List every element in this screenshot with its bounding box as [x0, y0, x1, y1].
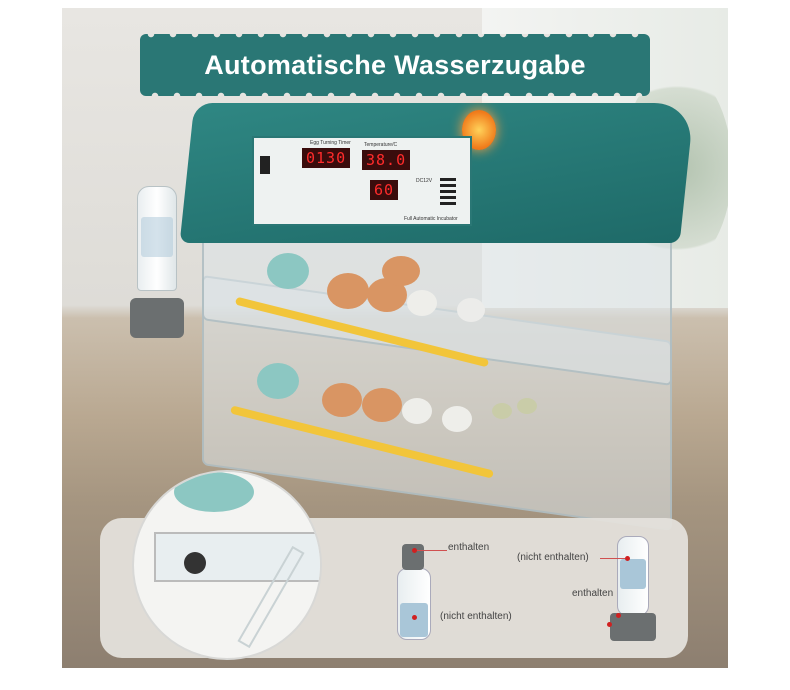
banner-title: Automatische Wasserzugabe — [204, 49, 586, 80]
bottle-illustration-right — [617, 536, 649, 616]
vent-icon — [440, 178, 456, 208]
callout-bottle-not-included-right: (nicht enthalten) — [517, 552, 589, 563]
callout-cap-included: enthalten — [448, 542, 490, 553]
product-label: Full Automatic Incubator — [404, 216, 458, 222]
egg-turning-display: 0130 — [302, 148, 351, 168]
egg-turning-label: Egg Turning Timer — [310, 140, 351, 146]
callout-base-included: enthalten — [572, 588, 614, 599]
water-bottle — [137, 186, 177, 291]
voltage-label: DC12V — [416, 178, 433, 184]
callout-bottle-not-included-left: (nicht enthalten) — [440, 611, 512, 622]
product-image: Automatische Wasserzugabe Egg Turning Ti… — [62, 8, 728, 668]
water-dispenser-base — [130, 298, 184, 338]
control-panel: Egg Turning Timer 0130 Temperature/C 38.… — [252, 136, 472, 226]
temperature-display: 38.0 — [362, 150, 411, 170]
hose-connection-closeup — [132, 470, 322, 660]
humidity-display: 60 — [370, 180, 399, 200]
headline-banner: Automatische Wasserzugabe — [140, 34, 650, 96]
bottle-illustration-left — [397, 568, 431, 640]
temperature-label: Temperature/C — [364, 142, 398, 148]
power-switch[interactable] — [260, 156, 270, 174]
